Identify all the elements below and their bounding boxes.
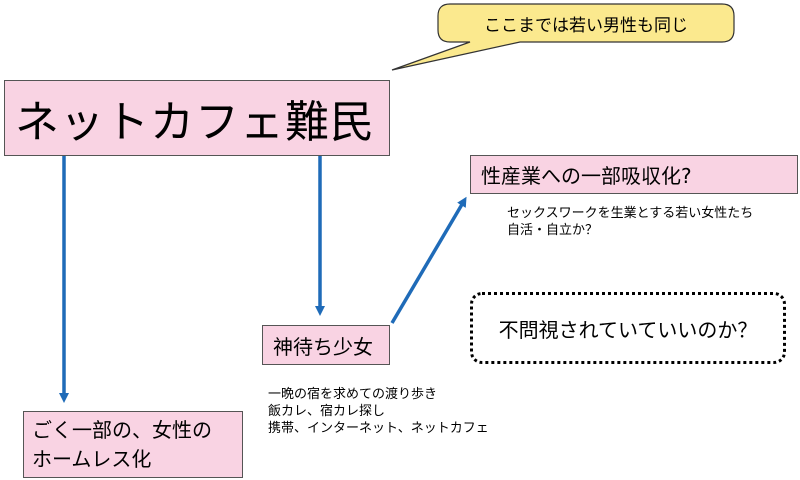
sex-industry-note: 自活・自立か？ <box>507 223 599 238</box>
sex-industry-title: 性産業への一部吸収化? <box>481 164 692 188</box>
kami-machi-title: 神待ち少女 <box>273 334 373 359</box>
kami-machi-note: 携帯、インターネット、ネットカフェ <box>268 421 489 436</box>
main-title: ネットカフェ難民 <box>15 97 375 148</box>
callout-text: ここまでは若い男性も同じ <box>484 15 688 36</box>
question-box: 不問視されていていいのか？ <box>470 292 786 364</box>
kami-machi-note: 飯カレ、宿カレ探し <box>268 404 386 419</box>
sex-industry-box: 性産業への一部吸収化? <box>470 155 798 194</box>
sex-industry-notes: セックスワークを生業とする若い女性たち 自活・自立か？ <box>507 205 753 239</box>
sex-industry-note: セックスワークを生業とする若い女性たち <box>507 206 754 221</box>
homeless-line: ホームレス化 <box>32 447 152 471</box>
kami-machi-notes: 一晩の宿を求めての渡り歩き 飯カレ、宿カレ探し 携帯、インターネット、ネットカフ… <box>268 386 489 437</box>
main-box: ネットカフェ難民 <box>4 80 390 156</box>
kami-machi-note: 一晩の宿を求めての渡り歩き <box>268 387 438 402</box>
homeless-line: ごく一部の、女性の <box>32 418 212 442</box>
homeless-box: ごく一部の、女性の ホームレス化 <box>23 411 243 478</box>
kami-machi-box: 神待ち少女 <box>262 325 390 365</box>
homeless-title: ごく一部の、女性の ホームレス化 <box>32 416 212 474</box>
question-text: 不問視されていていいのか？ <box>498 317 758 342</box>
arrow-to-sex-industry <box>390 196 467 324</box>
